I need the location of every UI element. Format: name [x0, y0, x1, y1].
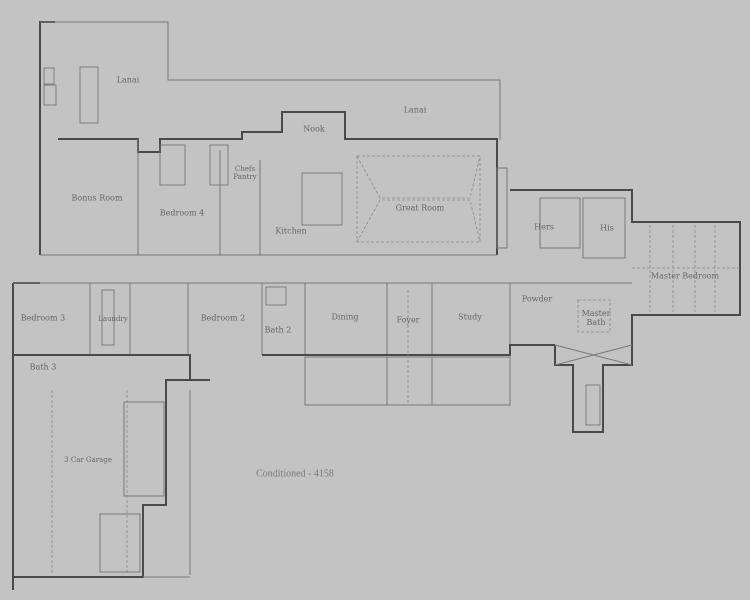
room-label-bedroom4: Bedroom 4	[159, 208, 205, 218]
room-label-dining: Dining	[331, 312, 359, 322]
room-label-garage: 3 Car Garage	[64, 456, 112, 464]
conditioned-area-label: Conditioned - 4158	[256, 468, 334, 480]
room-label-chefs-pantry: Chefs Pantry	[233, 165, 257, 181]
master-wing-walls	[510, 189, 741, 433]
room-label-bath2: Bath 2	[264, 325, 292, 335]
room-label-laundry: Laundry	[98, 315, 128, 323]
great-room-ceiling	[356, 155, 508, 249]
lanai-left-walls	[39, 21, 501, 153]
room-label-his: His	[600, 223, 614, 233]
room-label-bedroom3: Bedroom 3	[20, 313, 66, 323]
room-label-study: Study	[458, 312, 482, 322]
room-label-hers: Hers	[534, 222, 554, 232]
room-label-lanai-left: Lanai	[116, 75, 140, 85]
front-porch	[304, 290, 511, 406]
room-label-kitchen: Kitchen	[275, 226, 307, 236]
middle-row-walls	[12, 282, 632, 590]
room-label-bath3: Bath 3	[29, 362, 57, 372]
upper-walls	[39, 111, 498, 256]
garage-walls	[12, 379, 191, 578]
room-label-master-bedroom: Master Bedroom	[650, 271, 720, 281]
room-label-bedroom2: Bedroom 2	[200, 313, 246, 323]
room-label-great-room: Great Room	[395, 203, 445, 213]
room-label-foyer: Foyer	[396, 315, 420, 325]
room-label-powder: Powder	[521, 294, 553, 304]
room-label-nook: Nook	[303, 124, 325, 134]
room-label-master-bath: Master Bath	[581, 309, 611, 327]
room-label-lanai-right: Lanai	[403, 105, 427, 115]
room-label-bonus-room: Bonus Room	[71, 193, 123, 203]
